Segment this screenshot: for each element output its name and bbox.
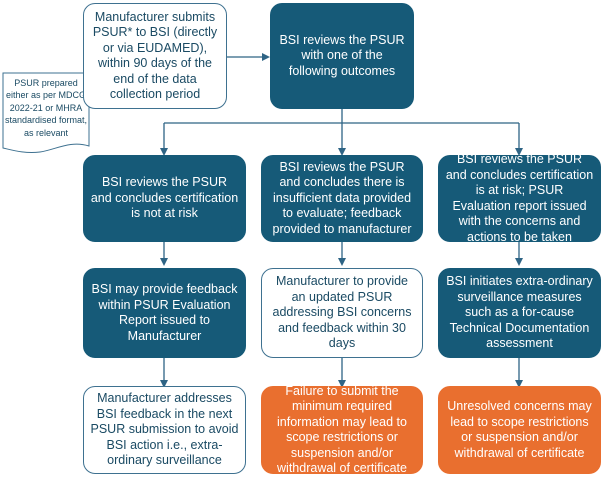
outcome-not-at-risk-box: BSI reviews the PSUR and concludes certi… bbox=[83, 155, 246, 242]
manufacturer-submits-box: Manufacturer submits PSUR* to BSI (direc… bbox=[83, 3, 227, 109]
manufacturer-addresses-feedback-box: Manufacturer addresses BSI feedback in t… bbox=[83, 386, 246, 474]
bsi-reviews-box: BSI reviews the PSUR with one of the fol… bbox=[270, 3, 414, 109]
bsi-feedback-box: BSI may provide feedback within PSUR Eva… bbox=[83, 268, 246, 358]
outcome-at-risk-box: BSI reviews the PSUR and concludes certi… bbox=[438, 152, 601, 244]
psur-format-note: PSUR prepared either as per MDCG 2022-21… bbox=[4, 77, 88, 138]
failure-to-submit-box: Failure to submit the minimum required i… bbox=[261, 384, 423, 475]
updated-psur-box: Manufacturer to provide an updated PSUR … bbox=[261, 268, 423, 358]
outcome-insufficient-data-box: BSI reviews the PSUR and concludes there… bbox=[261, 155, 423, 242]
note-document-shape bbox=[2, 72, 90, 153]
unresolved-concerns-box: Unresolved concerns may lead to scope re… bbox=[438, 386, 601, 474]
extra-ordinary-surveillance-box: BSI initiates extra-ordinary surveillanc… bbox=[438, 268, 601, 358]
